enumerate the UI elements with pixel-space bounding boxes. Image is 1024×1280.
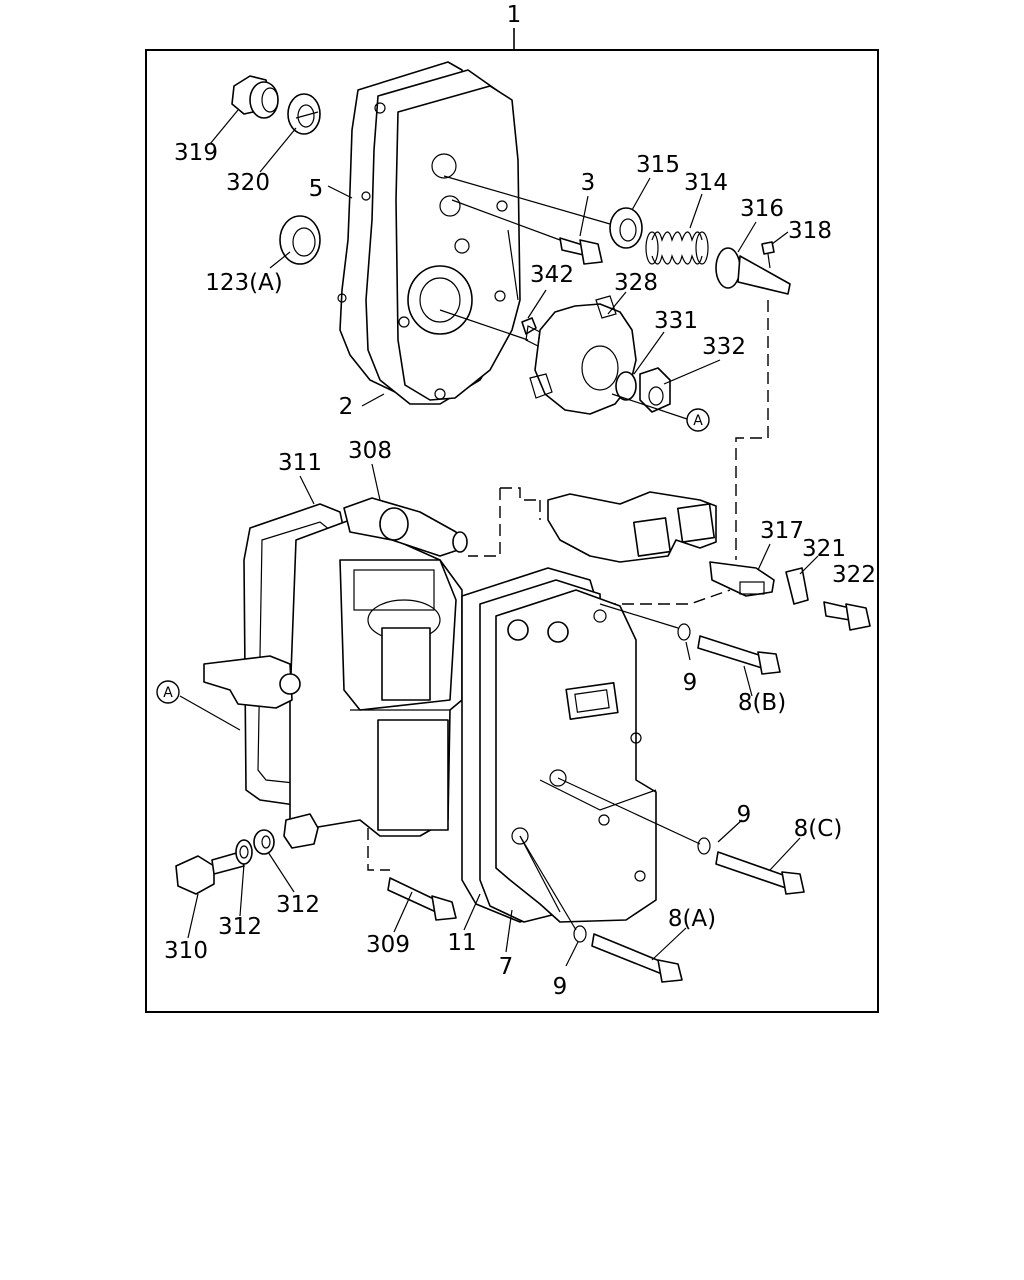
callout-315: 315 (636, 152, 680, 178)
callout-321: 321 (802, 536, 846, 562)
callout-9-lower: 9 (553, 974, 568, 1000)
callout-8a: 8(A) (668, 906, 716, 932)
spring-314 (645, 231, 709, 265)
nut-332 (639, 367, 671, 413)
bolt-309 (387, 877, 457, 921)
bracket-317 (709, 561, 775, 597)
ref-a-top: A (686, 408, 710, 432)
callout-8b: 8(B) (738, 690, 786, 716)
callout-5: 5 (309, 176, 324, 202)
housing-cover (337, 61, 521, 405)
callout-317: 317 (760, 518, 804, 544)
callout-328: 328 (614, 270, 658, 296)
washer-320 (287, 93, 321, 135)
callout-320: 320 (226, 170, 270, 196)
bolt-322 (823, 601, 871, 631)
ref-a-left-label: A (163, 685, 173, 701)
clip-321 (785, 567, 809, 605)
bolt-8b (697, 635, 781, 675)
callout-1: 1 (507, 2, 522, 28)
callout-11: 11 (447, 930, 476, 956)
bolt-8c (715, 851, 805, 895)
bolt-8a (591, 933, 683, 983)
oring-9-lower (573, 925, 587, 943)
callout-332: 332 (702, 334, 746, 360)
callout-9-middle: 9 (737, 802, 752, 828)
callout-310: 310 (164, 938, 208, 964)
callout-3: 3 (581, 170, 596, 196)
side-lever (203, 655, 301, 709)
harness-connector (547, 491, 717, 563)
washer-312a (235, 839, 253, 865)
callout-7: 7 (499, 954, 514, 980)
callout-342: 342 (530, 262, 574, 288)
plug-319 (231, 75, 279, 119)
ref-a-top-label: A (693, 413, 703, 429)
callout-2: 2 (339, 394, 354, 420)
callout-322: 322 (832, 562, 876, 588)
callout-312-upper: 312 (276, 892, 320, 918)
washer-312b (253, 829, 275, 855)
bolt-310 (175, 851, 245, 895)
callout-308: 308 (348, 438, 392, 464)
rotor-328 (525, 295, 637, 415)
callout-312-lower: 312 (218, 914, 262, 940)
ref-a-left: A (156, 680, 180, 704)
screw-318 (761, 241, 775, 269)
callout-8c: 8(C) (794, 816, 843, 842)
oring-9-upper (677, 623, 691, 641)
callout-319: 319 (174, 140, 218, 166)
callout-9-upper: 9 (683, 670, 698, 696)
washer-331 (615, 371, 637, 401)
callout-311: 311 (278, 450, 322, 476)
callout-331: 331 (654, 308, 698, 334)
pump-body (289, 519, 463, 837)
callout-314: 314 (684, 170, 728, 196)
callout-318: 318 (788, 218, 832, 244)
nut-fitting (283, 813, 319, 849)
lever-316 (715, 247, 791, 295)
callout-309: 309 (366, 932, 410, 958)
callout-123a: 123(A) (205, 270, 283, 296)
bolt-3 (559, 237, 603, 265)
diagram-frame (145, 49, 879, 1013)
callout-316: 316 (740, 196, 784, 222)
fitting-308 (343, 497, 468, 557)
seal-123a (279, 215, 321, 265)
seal-315 (609, 207, 643, 249)
oring-9-middle (697, 837, 711, 855)
cover-7 (461, 567, 657, 923)
